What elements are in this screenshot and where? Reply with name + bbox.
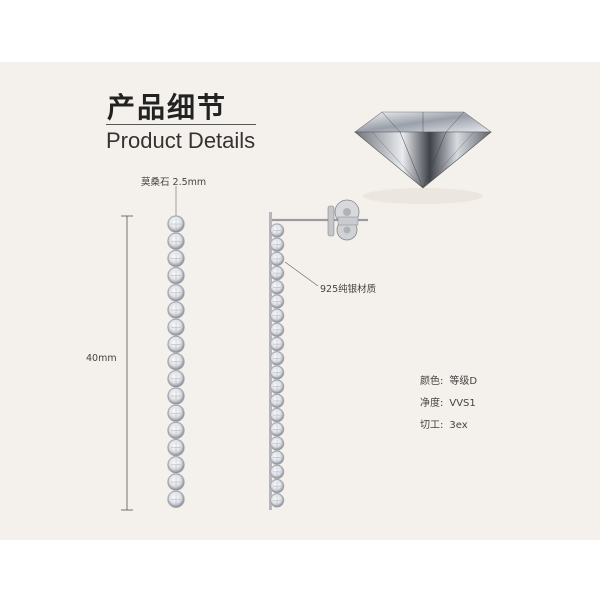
front-strand-facet [171,305,181,315]
spec-color: 颜色: 等级D [420,372,483,387]
front-strand-facet [171,356,181,367]
earring-strand-front [167,215,185,509]
side-strand-facet [273,255,281,263]
side-strand-facet [273,382,281,391]
front-strand-facet [171,219,181,229]
front-strand-facet [171,253,181,264]
side-strand-facet [273,496,281,505]
spec-color-value: 等级D [449,376,478,387]
side-strand-facet [273,269,281,277]
page-title-en: Product Details [106,128,256,153]
side-strand-facet [273,453,281,462]
front-strand-facet [171,374,181,384]
length-label: 40mm [86,353,117,364]
side-strand-facet [273,468,281,476]
front-strand-facet [171,460,181,470]
side-strand-facet [273,425,281,434]
side-strand-facet [273,283,281,292]
front-strand-facet [171,494,181,504]
front-strand-facet [171,442,181,453]
earring-strand-side [269,212,285,510]
spec-cut-value: 3ex [449,420,468,431]
spec-cut-key: 切工: [420,420,444,431]
material-label: 925纯银材质 [320,284,377,295]
spec-color-key: 颜色: [420,376,444,387]
side-strand-facet [273,311,281,320]
front-strand-facet [171,425,181,436]
background-panel [0,62,600,540]
side-strand-facet [273,368,281,377]
page-title-cn: 产品细节 [107,91,228,124]
side-strand-facet [273,240,281,249]
spec-clarity: 净度: VVS1 [420,394,482,409]
side-strand-facet [273,340,281,348]
side-strand-facet [273,326,281,334]
material-leader-line [284,261,319,287]
earring-post-and-back [272,199,368,241]
front-strand-facet [171,270,181,281]
stone-size-label: 莫桑石 2.5mm [141,177,207,188]
spec-clarity-value: VVS1 [449,398,476,409]
side-strand-facet [273,482,281,490]
side-strand-facet [273,226,281,235]
side-strand-facet [273,411,281,419]
length-dimension-line [121,215,133,511]
front-strand-facet [171,477,181,487]
side-strand-facet [273,354,281,363]
front-strand-facet [171,339,181,350]
front-strand-facet [171,236,181,246]
spec-cut: 切工: 3ex [420,416,474,431]
front-strand-facet [171,288,181,298]
side-strand-facet [273,397,281,405]
diamond-icon [354,111,492,204]
spec-clarity-key: 净度: [420,398,444,409]
title-divider [106,124,256,125]
front-strand-facet [171,391,181,401]
side-strand-facet [273,297,281,306]
front-strand-facet [171,408,181,418]
side-strand-facet [273,439,281,448]
front-strand-facet [171,322,181,332]
